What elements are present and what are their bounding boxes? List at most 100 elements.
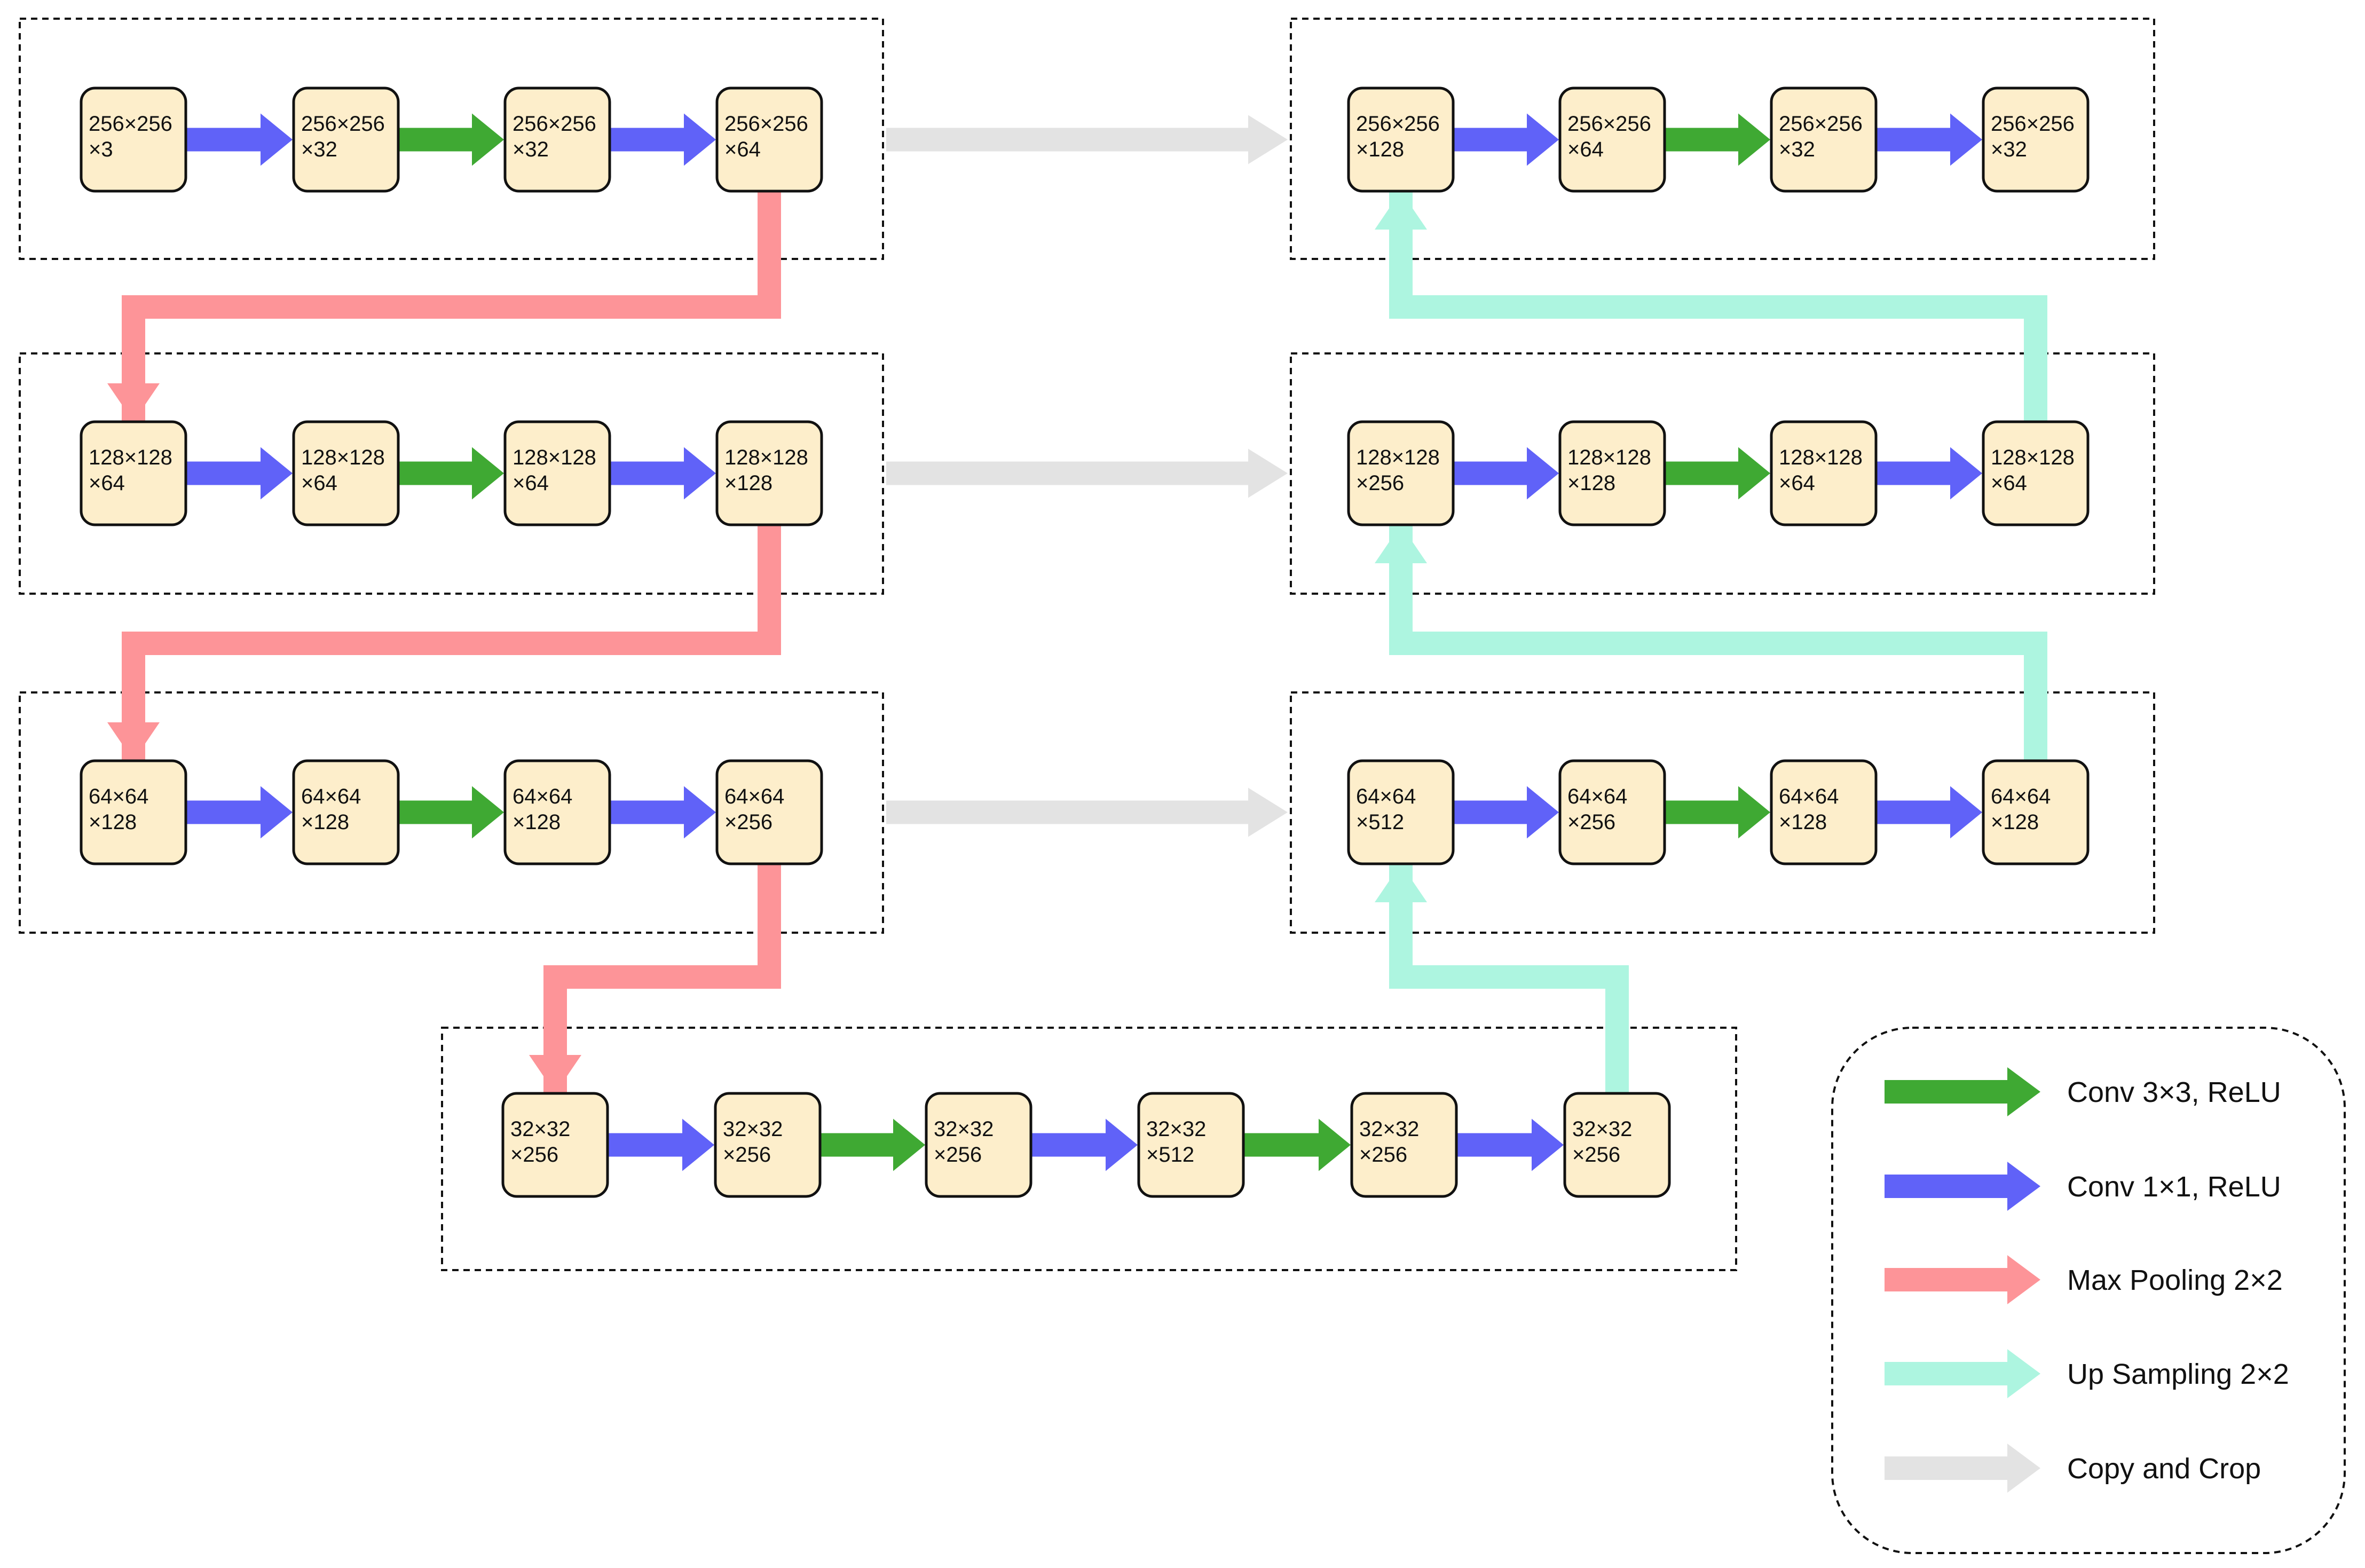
max-pool-arrow-3-arrowhead	[529, 1055, 581, 1093]
feature-map-box	[715, 420, 823, 526]
feature-map-channels: ×128	[724, 471, 772, 495]
encoder-conv1-arrow	[611, 786, 716, 839]
encoder-stage-1-frame	[19, 18, 884, 260]
feature-map-size: 256×256	[513, 112, 596, 136]
decoder-feature-map: 128×128×128	[1558, 420, 1666, 526]
encoder-feature-map: 256×256×32	[503, 86, 611, 193]
feature-map-channels: ×128	[1356, 138, 1404, 161]
legend-label-conv3: Conv 3×3, ReLU	[2067, 1076, 2281, 1108]
feature-map-channels: ×256	[1359, 1143, 1407, 1167]
copy-crop-arrow-1	[886, 115, 1288, 164]
feature-map-size: 64×64	[1567, 785, 1627, 808]
bottleneck-conv1-arrow	[1457, 1118, 1564, 1171]
connectors	[107, 115, 2047, 1093]
feature-map-size: 32×32	[934, 1117, 994, 1141]
decoder-feature-map: 128×128×64	[1982, 420, 2090, 526]
bottleneck-feature-map: 32×32×256	[1563, 1092, 1671, 1198]
encoder-conv1-arrow	[611, 113, 716, 166]
feature-map-channels: ×64	[301, 471, 337, 495]
legend-label-up: Up Sampling 2×2	[2067, 1358, 2289, 1390]
decoder-feature-map: 256×256×64	[1558, 86, 1666, 193]
bottleneck-feature-map: 32×32×256	[501, 1092, 609, 1198]
encoder-feature-map: 128×128×64	[80, 420, 187, 526]
feature-map-box	[1770, 420, 1878, 526]
feature-map-box	[1558, 420, 1666, 526]
feature-map-box	[1347, 420, 1455, 526]
feature-map-size: 64×64	[1779, 785, 1839, 808]
feature-map-channels: ×64	[513, 471, 549, 495]
decoder-feature-map: 64×64×256	[1558, 759, 1666, 865]
feature-maps: 256×256×3256×256×32256×256×32256×256×641…	[80, 86, 2090, 1198]
decoder-conv1-arrow	[1877, 447, 1982, 500]
encoder-conv3-arrow	[399, 113, 504, 166]
feature-map-size: 32×32	[723, 1117, 783, 1141]
decoder-feature-map: 256×256×32	[1770, 86, 1878, 193]
feature-map-size: 32×32	[1146, 1117, 1206, 1141]
feature-map-box	[1982, 86, 2090, 193]
up-sampling-arrow-3-line	[1389, 864, 1629, 1093]
feature-map-box	[1347, 86, 1455, 193]
feature-map-channels: ×64	[1991, 471, 2027, 495]
bottleneck-conv3-arrow	[1244, 1118, 1351, 1171]
bottleneck-feature-map: 32×32×512	[1137, 1092, 1245, 1198]
feature-map-box	[503, 759, 611, 865]
feature-map-channels: ×3	[89, 138, 113, 161]
legend-swatch-up	[1885, 1349, 2040, 1398]
feature-map-channels: ×64	[724, 138, 761, 161]
bottleneck-conv1-arrow	[1032, 1118, 1138, 1171]
feature-map-channels: ×64	[89, 471, 125, 495]
decoder-conv1-arrow	[1454, 113, 1559, 166]
feature-map-size: 64×64	[89, 785, 148, 808]
encoder-feature-map: 128×128×128	[715, 420, 823, 526]
decoder-conv3-arrow	[1666, 447, 1770, 500]
feature-map-box	[80, 420, 187, 526]
feature-map-size: 64×64	[724, 785, 784, 808]
feature-map-box	[292, 86, 400, 193]
feature-map-size: 64×64	[1356, 785, 1416, 808]
encoder-conv3-arrow	[399, 447, 504, 500]
encoder-conv1-arrow	[611, 447, 716, 500]
decoder-conv1-arrow	[1454, 447, 1559, 500]
feature-map-box	[1558, 86, 1666, 193]
feature-map-channels: ×128	[513, 810, 561, 834]
feature-map-channels: ×32	[1991, 138, 2027, 161]
feature-map-size: 128×128	[1991, 446, 2075, 469]
feature-map-box	[1347, 759, 1455, 865]
feature-map-size: 32×32	[1572, 1117, 1632, 1141]
encoder-conv1-arrow	[187, 113, 293, 166]
encoder-feature-map: 128×128×64	[292, 420, 400, 526]
op-arrows	[187, 113, 1982, 1171]
bottleneck-feature-map: 32×32×256	[1350, 1092, 1458, 1198]
encoder-conv1-arrow	[187, 786, 293, 839]
legend-swatch-conv3	[1885, 1067, 2040, 1116]
legend-frame	[1831, 1027, 2346, 1554]
feature-map-size: 64×64	[1991, 785, 2051, 808]
bottleneck-feature-map: 32×32×256	[714, 1092, 822, 1198]
feature-map-channels: ×256	[1567, 810, 1615, 834]
max-pool-arrow-2-arrowhead	[107, 722, 160, 761]
encoder-stage-2-frame	[19, 352, 884, 595]
copy-crop-arrow-2	[886, 448, 1288, 498]
encoder-feature-map: 64×64×128	[80, 759, 187, 865]
feature-map-channels: ×512	[1356, 810, 1404, 834]
feature-map-box	[715, 759, 823, 865]
feature-map-channels: ×512	[1146, 1143, 1194, 1167]
max-pool-arrow-2-line	[122, 525, 781, 761]
feature-map-box	[80, 759, 187, 865]
feature-map-size: 256×256	[1356, 112, 1440, 136]
feature-map-size: 256×256	[1991, 112, 2075, 136]
feature-map-size: 32×32	[510, 1117, 570, 1141]
decoder-feature-map: 64×64×512	[1347, 759, 1455, 865]
legend-swatch-conv1	[1885, 1162, 2040, 1211]
feature-map-box	[1558, 759, 1666, 865]
decoder-feature-map: 128×128×64	[1770, 420, 1878, 526]
feature-map-box	[292, 759, 400, 865]
feature-map-channels: ×256	[723, 1143, 771, 1167]
decoder-feature-map: 64×64×128	[1982, 759, 2090, 865]
up-sampling-arrow-2-line	[1389, 525, 2047, 761]
feature-map-box	[925, 1092, 1032, 1198]
feature-map-box	[292, 420, 400, 526]
feature-map-channels: ×64	[1567, 138, 1604, 161]
max-pool-arrow-1-line	[122, 191, 781, 422]
feature-map-size: 32×32	[1359, 1117, 1419, 1141]
